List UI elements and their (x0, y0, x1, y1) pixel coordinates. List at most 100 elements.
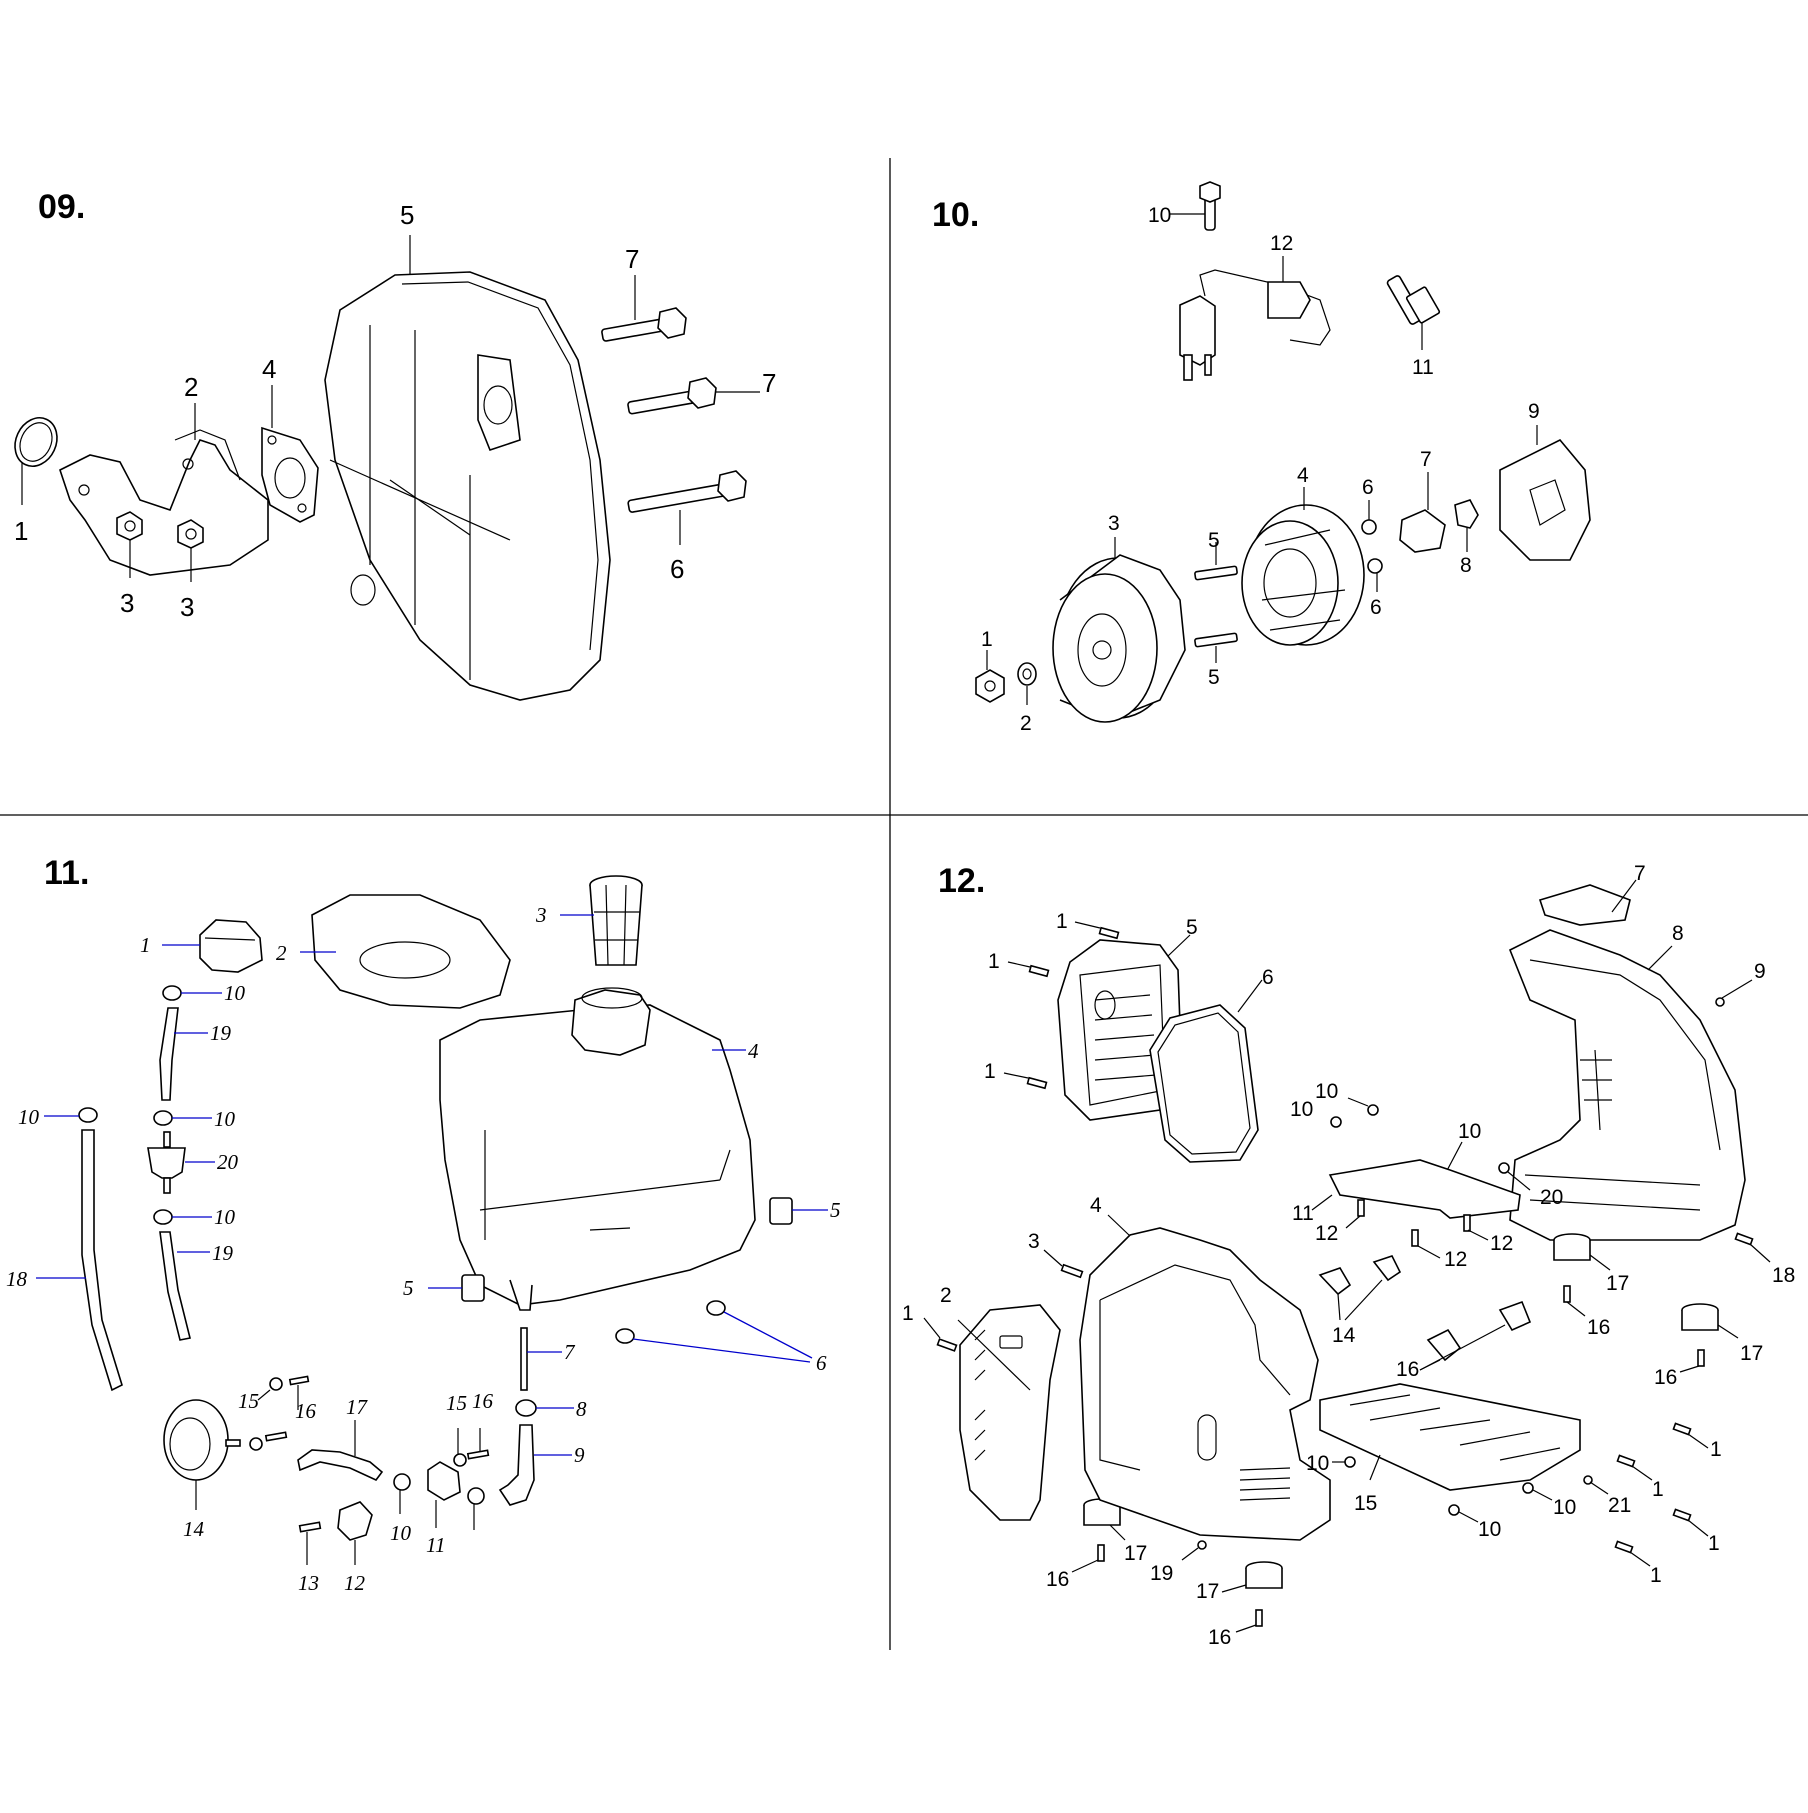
part-12-1-screw-g (1672, 1508, 1709, 1537)
part-12-10-nut-d (1332, 1456, 1356, 1468)
label-11-16b: 16 (472, 1389, 494, 1413)
label-12-10d: 10 (1306, 1452, 1329, 1475)
part-10-2-washer (1017, 662, 1037, 705)
part-12-18-screw (1734, 1232, 1771, 1263)
label-12-1b: 1 (988, 950, 1000, 973)
label-10-1: 1 (981, 628, 993, 651)
section-title-09: 09. (38, 188, 85, 226)
section-09: 09. 1 2 3 3 (14, 188, 776, 701)
label-11-10c: 10 (214, 1205, 236, 1229)
part-11-5-pad-b (428, 1274, 485, 1302)
label-12-8: 8 (1672, 922, 1684, 945)
label-11-10a: 10 (224, 981, 246, 1005)
label-12-1a: 1 (1056, 910, 1068, 933)
part-10-6-screw-a (1361, 500, 1377, 535)
label-12-17d: 17 (1196, 1580, 1219, 1603)
part-12-1-screw-c (1003, 1072, 1048, 1090)
label-11-17: 17 (346, 1395, 369, 1419)
label-11-10e: 10 (390, 1521, 412, 1545)
part-11-10-clamp-a (162, 985, 222, 1001)
label-11-6: 6 (816, 1351, 827, 1375)
section-12: 12. 1 1 1 5 6 (902, 862, 1795, 1649)
label-12-10f: 10 (1478, 1518, 1501, 1541)
label-10-6a: 6 (1362, 476, 1374, 499)
part-12-10-nut-b (1330, 1116, 1342, 1128)
section-11: 11. 1 2 3 (6, 854, 841, 1595)
label-11-7: 7 (564, 1340, 576, 1364)
label-10-11: 11 (1412, 356, 1434, 379)
label-12-12b: 12 (1490, 1232, 1513, 1255)
label-11-10d: 10 (18, 1105, 40, 1129)
part-09-2-exhaust-manifold (59, 403, 269, 576)
label-12-4: 4 (1090, 1194, 1102, 1217)
label-09-3b: 3 (180, 592, 194, 622)
label-12-17b: 17 (1740, 1342, 1763, 1365)
part-12-14-brackets (1419, 1300, 1532, 1371)
part-12-16-screw-a (1563, 1285, 1586, 1317)
part-11-4-fuel-tank (439, 987, 756, 1311)
label-09-4: 4 (262, 354, 276, 384)
part-11-10-clamp-b (153, 1110, 212, 1126)
part-11-13-screw (298, 1521, 322, 1565)
label-12-20: 20 (1540, 1186, 1563, 1209)
label-09-6: 6 (670, 554, 684, 584)
section-title-11: 11. (44, 854, 89, 892)
part-11-10-clamp-c (153, 1209, 212, 1225)
part-12-10-nut-f (1448, 1504, 1479, 1523)
part-12-10-nut-a (1347, 1097, 1379, 1116)
part-12-1-screw-h (1614, 1540, 1651, 1567)
label-12-1d: 1 (902, 1302, 914, 1325)
label-09-5: 5 (400, 200, 414, 230)
part-09-7-bolt-upper (601, 275, 687, 342)
label-11-5a: 5 (830, 1198, 841, 1222)
label-12-3: 3 (1028, 1230, 1040, 1253)
part-12-16-screw-b (1679, 1349, 1705, 1373)
label-11-9: 9 (574, 1443, 585, 1467)
part-11-14-fuel-pump (163, 1399, 241, 1510)
part-10-6-screw-b (1367, 558, 1383, 592)
label-12-15: 15 (1354, 1492, 1377, 1515)
part-11-5-pad-a (769, 1197, 828, 1225)
label-10-6b: 6 (1370, 596, 1382, 619)
label-12-16a: 16 (1587, 1316, 1610, 1339)
part-10-8-clip (1454, 499, 1479, 552)
part-12-2-front-panel (957, 1304, 1061, 1521)
part-12-1-screw-a (1074, 921, 1120, 940)
part-12-16-screw-c (1071, 1544, 1105, 1573)
part-11-15-washer-c (453, 1428, 467, 1467)
label-11-5b: 5 (403, 1276, 414, 1300)
part-10-12-ignition-coil (1179, 256, 1331, 381)
label-12-21: 21 (1608, 1494, 1631, 1517)
label-12-2: 2 (940, 1284, 952, 1307)
label-11-1: 1 (140, 933, 151, 957)
part-09-7-bolt-middle (627, 377, 760, 415)
part-12-3-screw (1043, 1249, 1084, 1279)
label-11-8: 8 (576, 1397, 587, 1421)
label-11-16a: 16 (295, 1399, 317, 1423)
label-12-5: 5 (1186, 916, 1198, 939)
label-09-2: 2 (184, 372, 198, 402)
label-11-10b: 10 (214, 1107, 236, 1131)
part-11-12-fitting (337, 1501, 373, 1565)
label-11-20: 20 (217, 1150, 239, 1174)
label-11-3: 3 (535, 903, 547, 927)
label-09-7a: 7 (625, 244, 639, 274)
part-12-1-screw-f (1616, 1454, 1653, 1481)
part-12-21-screw (1583, 1475, 1609, 1495)
part-11-20-fuel-filter (147, 1131, 215, 1194)
part-10-7-bracket (1399, 472, 1446, 553)
label-10-10: 10 (1148, 204, 1171, 227)
label-12-10b: 10 (1290, 1098, 1313, 1121)
part-12-12-screw-a (1345, 1199, 1365, 1229)
part-12-6-gasket (1149, 979, 1263, 1163)
part-09-3-nut-b (177, 519, 204, 582)
part-11-1-fuel-cap (162, 919, 263, 973)
part-11-16-screw-c (466, 1428, 490, 1460)
label-11-11: 11 (426, 1533, 445, 1557)
label-10-12: 12 (1270, 232, 1293, 255)
label-10-7: 7 (1420, 448, 1432, 471)
part-11-18-hose (36, 1129, 123, 1392)
part-12-17-foot-d (1221, 1561, 1283, 1593)
label-12-1f: 1 (1652, 1478, 1664, 1501)
part-11-11-fuel-valve (427, 1461, 461, 1528)
